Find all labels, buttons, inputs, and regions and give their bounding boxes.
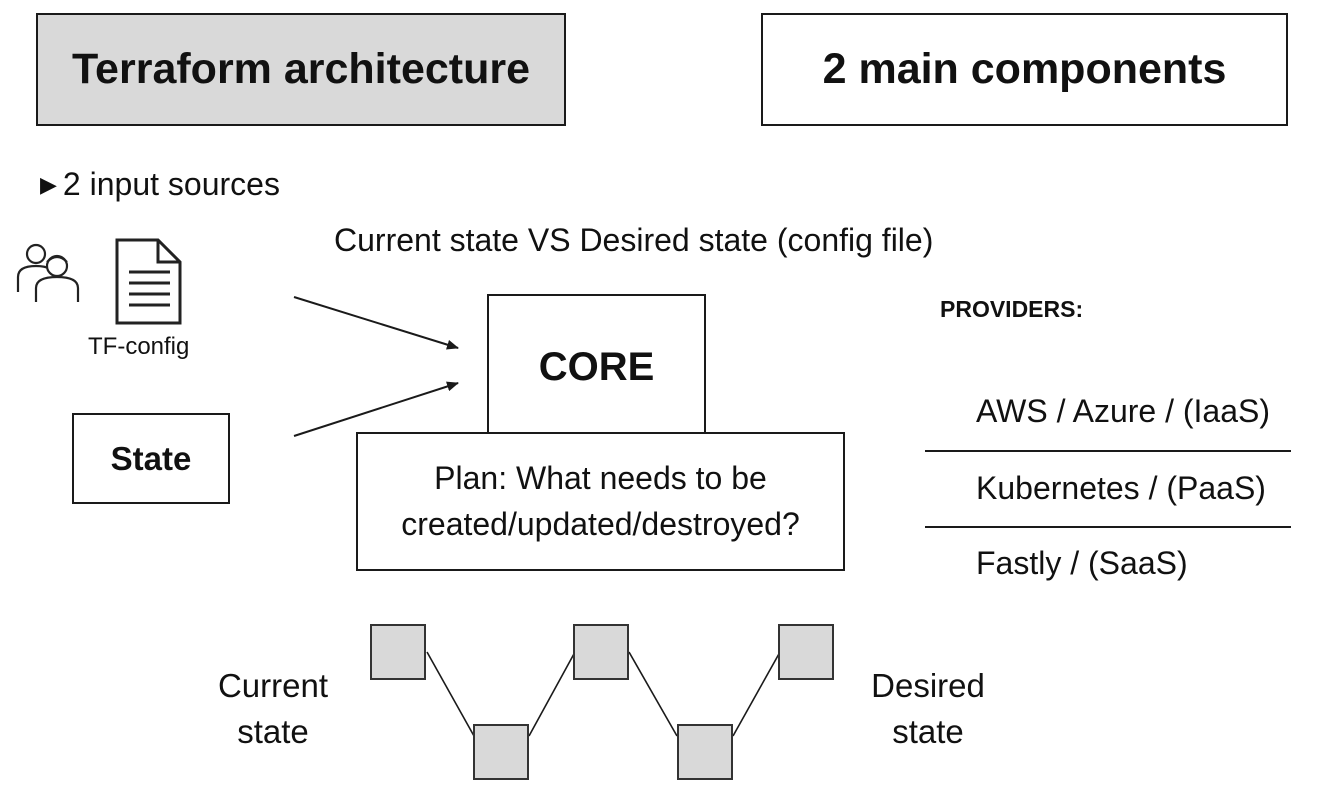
step-box xyxy=(677,724,733,780)
providers-title: PROVIDERS: xyxy=(940,296,1084,322)
arrow-config-to-core xyxy=(293,296,459,350)
components-box: 2 main components xyxy=(761,13,1288,126)
desired-state-label: Desired state xyxy=(871,667,985,750)
triangle-right-icon: ▶ xyxy=(40,171,57,197)
provider-divider xyxy=(925,526,1291,528)
provider-item-aws: AWS / Azure / (IaaS) xyxy=(976,393,1271,429)
components-title: 2 main components xyxy=(822,45,1227,93)
provider-divider xyxy=(925,450,1291,452)
state-box: State xyxy=(72,413,230,504)
arrow-state-to-core xyxy=(293,381,459,437)
plan-line-2: created/updated/destroyed? xyxy=(401,505,800,542)
plan-line-1: Plan: What needs to be xyxy=(434,460,767,497)
core-box: CORE xyxy=(487,294,706,440)
step-box xyxy=(573,624,629,680)
page-title: Terraform architecture xyxy=(71,45,531,93)
transition-path xyxy=(426,651,781,737)
provider-item-fastly: Fastly / (SaaS) xyxy=(976,545,1188,581)
step-box xyxy=(778,624,834,680)
plan-box: Plan: What needs to be created/updated/d… xyxy=(356,432,845,571)
comparison-text: Current state VS Desired state (config f… xyxy=(334,222,934,258)
provider-item-kubernetes: Kubernetes / (PaaS) xyxy=(976,470,1266,506)
document-icon xyxy=(115,238,182,325)
input-sources-label: 2 input sources xyxy=(62,166,280,202)
core-label: CORE xyxy=(538,344,655,389)
tf-config-label: TF-config xyxy=(88,333,190,360)
input-sources-heading: ▶ 2 input sources xyxy=(40,166,280,203)
step-box xyxy=(370,624,426,680)
state-label: State xyxy=(110,439,192,477)
step-box xyxy=(473,724,529,780)
current-state-label: Current state xyxy=(217,667,329,750)
users-icon xyxy=(16,243,80,302)
title-box: Terraform architecture xyxy=(36,13,566,126)
